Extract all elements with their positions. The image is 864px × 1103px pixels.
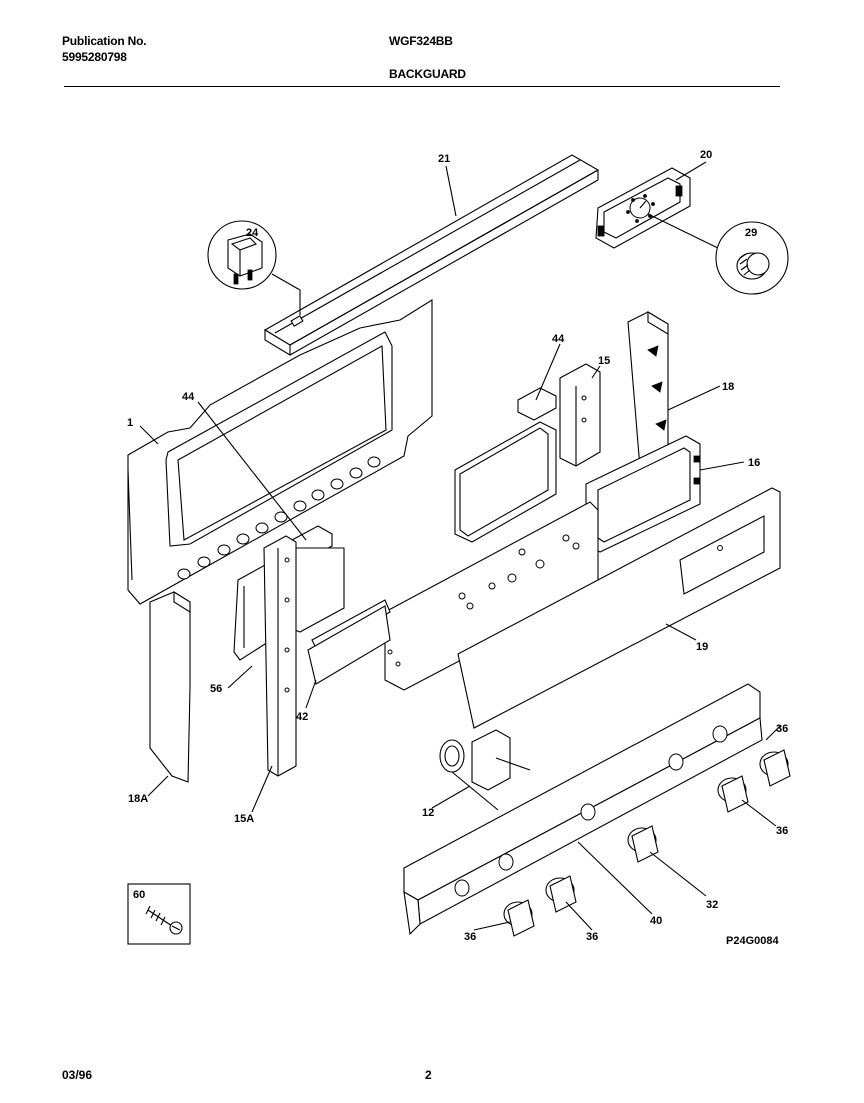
part-24-switch-detail xyxy=(207,220,301,315)
part-21-top-trim xyxy=(263,154,600,356)
callout-36-a: 36 xyxy=(776,723,788,735)
callout-19: 19 xyxy=(696,641,708,653)
burner-knob-front-right xyxy=(759,749,791,787)
burner-knob-rear-right xyxy=(717,775,749,813)
callout-56: 56 xyxy=(210,683,222,695)
oven-control-knob xyxy=(627,825,659,863)
callout-40: 40 xyxy=(650,915,662,927)
callout-42: 42 xyxy=(296,711,308,723)
model-number: WGF324BB xyxy=(389,34,453,48)
callout-labels: 21 20 24 29 1 44 44 15 18 16 19 56 42 18… xyxy=(127,149,788,947)
callout-18a: 18A xyxy=(128,793,148,805)
part-19-control-overlay xyxy=(457,487,781,729)
back-panel-vent-holes xyxy=(177,456,381,580)
callout-44-left: 44 xyxy=(182,391,195,403)
burner-knob-rear-left xyxy=(545,875,577,913)
control-panel-back xyxy=(307,501,599,691)
callout-36-b: 36 xyxy=(776,825,788,837)
footer-page-number: 2 xyxy=(425,1068,432,1082)
publication-label: Publication No. xyxy=(62,34,147,48)
center-housing-box xyxy=(454,421,557,543)
diagram-code: P24G0084 xyxy=(726,935,779,947)
part-60-screw-detail xyxy=(127,883,191,945)
burner-knob-front-left xyxy=(503,899,535,937)
part-12-thermostat xyxy=(439,729,531,811)
callout-12: 12 xyxy=(422,807,434,819)
part-29-clock-knob-detail xyxy=(715,221,789,295)
part-18a-left-end-panel xyxy=(149,591,191,783)
publication-number: 5995280798 xyxy=(62,50,127,64)
callout-20: 20 xyxy=(700,149,712,161)
callout-15a: 15A xyxy=(234,813,254,825)
header-rule xyxy=(64,86,780,87)
part-15-right-bracket xyxy=(559,363,601,467)
callout-44-right: 44 xyxy=(552,333,565,345)
callout-24: 24 xyxy=(246,227,259,239)
callout-16: 16 xyxy=(748,457,760,469)
callout-29: 29 xyxy=(745,227,757,239)
callout-36-c: 36 xyxy=(586,931,598,943)
part-15a-left-bracket xyxy=(263,535,297,777)
callout-21: 21 xyxy=(438,153,450,165)
callout-60: 60 xyxy=(133,889,145,901)
leader-lines xyxy=(139,161,781,931)
callout-1: 1 xyxy=(127,417,133,429)
callout-15: 15 xyxy=(598,355,610,367)
callout-36-d: 36 xyxy=(464,931,476,943)
part-44-right-clip xyxy=(517,387,557,421)
part-1-back-panel xyxy=(127,299,433,605)
footer-date: 03/96 xyxy=(62,1068,93,1082)
section-title: BACKGUARD xyxy=(389,67,466,81)
part-40-front-panel xyxy=(403,683,763,936)
callout-32: 32 xyxy=(706,899,718,911)
callout-18: 18 xyxy=(722,381,734,393)
part-20-clock-timer xyxy=(595,167,723,251)
